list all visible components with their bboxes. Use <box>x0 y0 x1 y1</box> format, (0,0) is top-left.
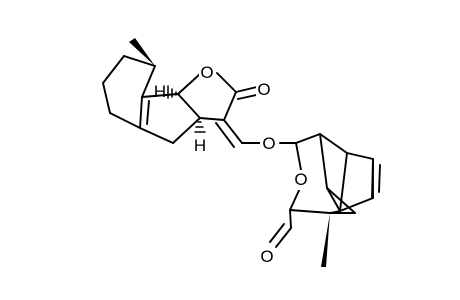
svg-text:H: H <box>194 136 206 155</box>
stereo-hash-lower <box>194 121 206 133</box>
atom-label-H-lower: H <box>194 136 206 155</box>
svg-text:O: O <box>257 80 270 99</box>
stereo-hash-upper <box>167 85 177 99</box>
bicyclic-lactone <box>289 133 381 229</box>
cyclohexene-ring <box>102 55 156 129</box>
atom-label-O-carbonyl1: O <box>256 80 272 100</box>
methyl-wedge-top <box>129 38 155 66</box>
svg-text:O: O <box>260 247 273 266</box>
svg-text:O: O <box>200 63 213 82</box>
lactone-carbonyl2 <box>269 223 292 248</box>
svg-text:O: O <box>294 170 307 189</box>
atom-label-H-upper: H <box>154 82 166 101</box>
lactone-ring-upper <box>177 72 262 121</box>
atom-label-O-ring1: O <box>199 63 215 83</box>
atom-label-O-carbonyl2: O <box>259 247 275 267</box>
methyl-wedge-bottom <box>321 213 330 267</box>
svg-text:H: H <box>154 82 166 101</box>
atom-label-O-ether: O <box>260 134 278 154</box>
svg-text:O: O <box>262 134 275 153</box>
atom-label-O-ring2: O <box>293 170 309 190</box>
enol-ether-linker <box>215 119 297 148</box>
